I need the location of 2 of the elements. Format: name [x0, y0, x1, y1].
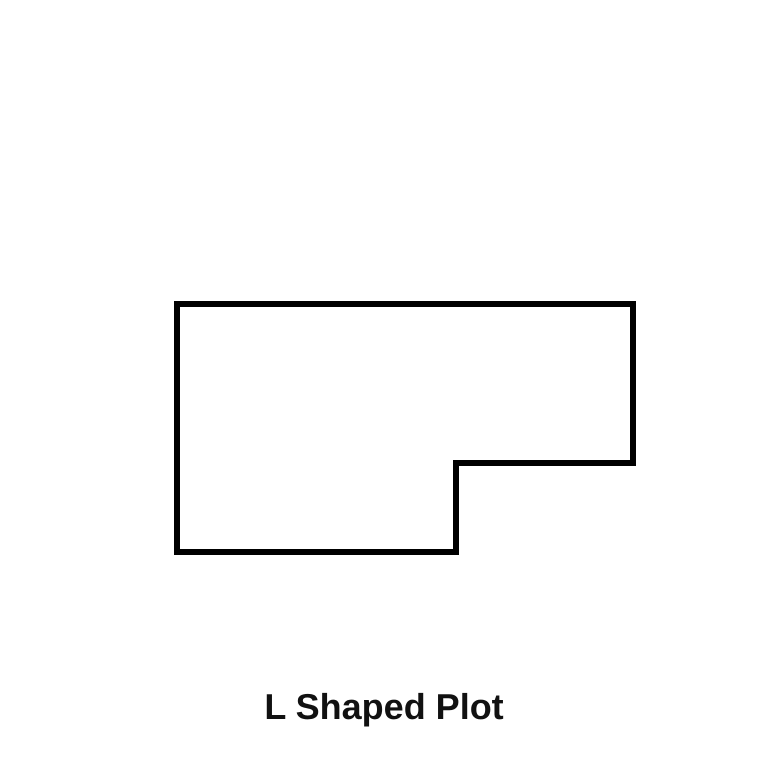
l-shaped-plot-outline	[174, 301, 636, 555]
title: L Shaped Plot	[264, 686, 504, 728]
